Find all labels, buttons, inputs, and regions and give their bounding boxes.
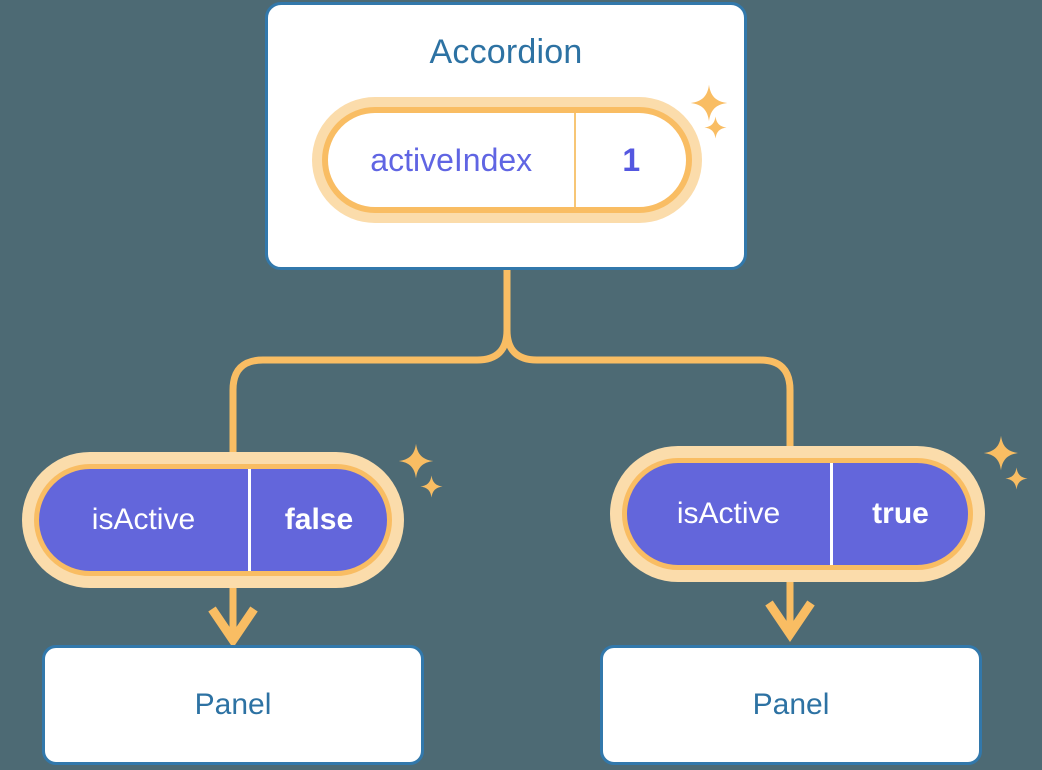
left-is-active-key: isActive: [39, 469, 251, 571]
arrowhead-left: [208, 606, 258, 649]
active-index-value: 1: [622, 141, 641, 178]
arrowhead-right: [765, 600, 815, 643]
right-is-active-key: isActive: [627, 463, 833, 565]
left-is-active-value: false: [284, 503, 354, 536]
left-is-active-pill[interactable]: isActive false: [34, 464, 392, 576]
right-is-active-pill[interactable]: isActive true: [622, 458, 973, 570]
panel-card-left[interactable]: Panel: [42, 645, 424, 765]
sparkle-small-icon: [704, 116, 727, 139]
sparkle-icon: [690, 84, 728, 122]
panel-label-right: Panel: [752, 688, 830, 721]
connector-root-to-left: [229, 266, 511, 464]
sparkle-icon: [398, 443, 434, 479]
connector-root-to-right: [503, 266, 794, 460]
active-index-key: activeIndex: [328, 113, 577, 207]
sparkle-icon: [983, 435, 1019, 471]
sparkle-small-icon: [420, 475, 443, 498]
sparkle-small-icon: [1005, 467, 1028, 490]
panel-label-left: Panel: [194, 688, 272, 721]
accordion-title: Accordion: [429, 33, 583, 71]
panel-card-right[interactable]: Panel: [600, 645, 982, 765]
active-index-pill[interactable]: activeIndex 1: [322, 107, 692, 213]
right-is-active-value: true: [872, 497, 929, 530]
